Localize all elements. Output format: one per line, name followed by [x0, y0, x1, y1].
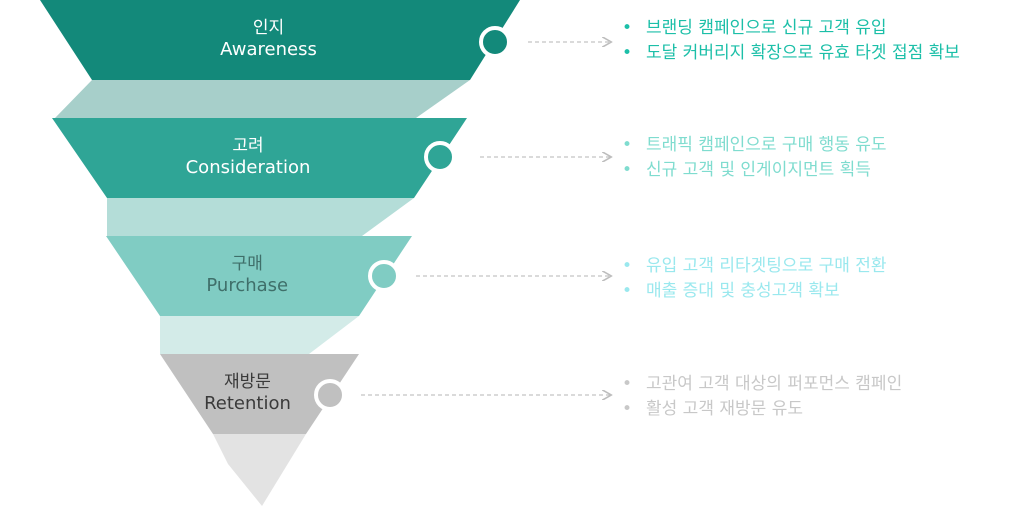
stage-title-ko: 구매 [231, 254, 263, 274]
bullet-item: 매출 증대 및 충성고객 확보 [620, 279, 887, 304]
stage-title-ko: 재방문 [224, 372, 271, 392]
funnel-stage-purchase [106, 236, 412, 316]
bullet-list-consideration: 트래픽 캠페인으로 구매 행동 유도신규 고객 및 인게이지먼트 획득 [620, 133, 887, 183]
bullet-item: 트래픽 캠페인으로 구매 행동 유도 [620, 133, 887, 158]
funnel-band-purchase [160, 316, 359, 354]
bullet-item: 유입 고객 리타겟팅으로 구매 전환 [620, 254, 887, 279]
bullet-list-awareness: 브랜딩 캠페인으로 신규 고객 유입도달 커버리지 확장으로 유효 타겟 접점 … [620, 16, 960, 66]
stage-title-en: Purchase [206, 275, 289, 297]
stage-title-en: Awareness [220, 39, 317, 61]
bullet-list-retention: 고관여 고객 대상의 퍼포먼스 캠페인활성 고객 재방문 유도 [620, 372, 902, 422]
connector-dot-retention [314, 379, 346, 411]
funnel-stage-awareness [40, 0, 520, 80]
bullet-item: 고관여 고객 대상의 퍼포먼스 캠페인 [620, 372, 902, 397]
funnel-band-awareness [55, 80, 470, 118]
connector-dot-consideration [424, 141, 456, 173]
bullet-item: 활성 고객 재방문 유도 [620, 397, 902, 422]
funnel-stage-consideration [52, 118, 467, 198]
stage-title-ko: 인지 [252, 18, 285, 38]
bullet-item: 신규 고객 및 인게이지먼트 획득 [620, 158, 887, 183]
connector-dot-purchase [368, 260, 400, 292]
funnel-band-retention [213, 434, 306, 506]
bullet-item: 브랜딩 캠페인으로 신규 고객 유입 [620, 16, 960, 41]
stage-title-ko: 고려 [232, 136, 264, 156]
stage-title-en: Retention [204, 393, 291, 415]
bullet-list-purchase: 유입 고객 리타겟팅으로 구매 전환매출 증대 및 충성고객 확보 [620, 254, 887, 304]
connector-dot-awareness [479, 26, 511, 58]
funnel-band-consideration [107, 198, 414, 236]
stage-title-en: Consideration [185, 157, 311, 179]
funnel-stage-retention [160, 354, 359, 434]
bullet-item: 도달 커버리지 확장으로 유효 타겟 접점 확보 [620, 41, 960, 66]
